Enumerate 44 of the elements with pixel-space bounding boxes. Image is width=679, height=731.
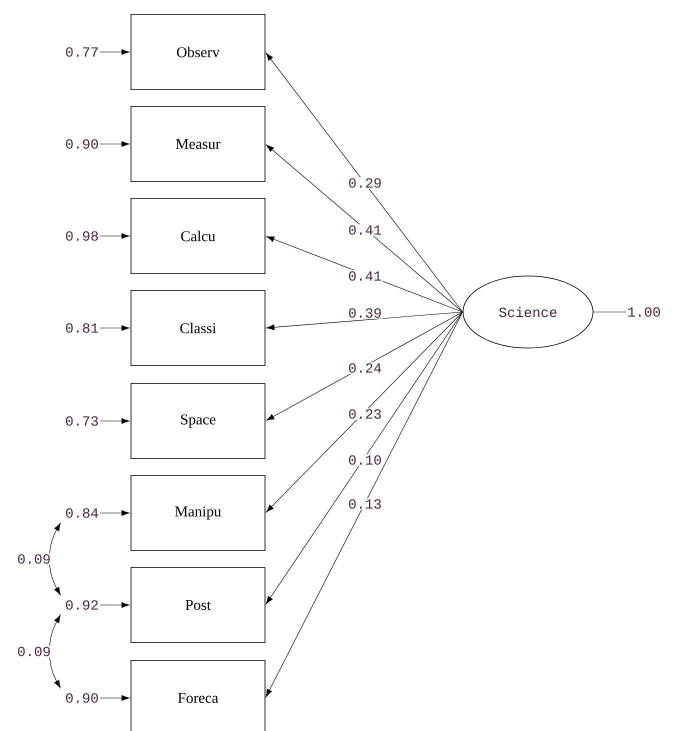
arrow xyxy=(266,312,463,604)
edge-label: 0.10 xyxy=(347,454,383,466)
edge-label: 0.24 xyxy=(347,362,383,374)
variable-box: Foreca xyxy=(130,660,266,731)
error-variance: 0.84 xyxy=(66,508,98,518)
variable-box: Classi xyxy=(130,290,266,366)
edge-label: 0.09 xyxy=(16,646,52,658)
arrow xyxy=(100,325,130,331)
arrow xyxy=(100,602,130,608)
arrow xyxy=(100,49,130,55)
arrow xyxy=(49,614,61,688)
error-variance: 0.92 xyxy=(66,600,98,610)
arrow xyxy=(100,510,130,516)
arrow xyxy=(266,144,463,312)
variable-box: Measur xyxy=(130,106,266,182)
error-variance: 0.77 xyxy=(66,47,98,57)
arrow xyxy=(266,312,463,512)
arrow xyxy=(266,312,463,698)
arrow xyxy=(266,52,463,312)
error-variance: 0.73 xyxy=(66,416,98,426)
error-variance: 0.90 xyxy=(66,693,98,703)
variance-value: 1.00 xyxy=(628,307,660,317)
edge-label: 0.29 xyxy=(347,177,383,189)
edge-label: 0.09 xyxy=(16,553,52,565)
arrow xyxy=(266,312,463,330)
variable-box: Calcu xyxy=(130,198,266,274)
variable-box: Space xyxy=(130,383,266,459)
edge-label: 0.39 xyxy=(347,307,383,319)
variable-box: Post xyxy=(130,567,266,643)
arrow xyxy=(100,141,130,147)
edge-label: 0.41 xyxy=(347,224,383,236)
error-variance: 0.90 xyxy=(66,139,98,149)
error-variance: 0.98 xyxy=(66,231,98,241)
variable-box: Manipu xyxy=(130,475,266,551)
arrow xyxy=(100,233,130,239)
arrow xyxy=(100,418,130,424)
arrow xyxy=(266,312,463,421)
edge-label: 0.41 xyxy=(347,270,383,282)
arrow xyxy=(49,522,61,596)
edge-label: 0.13 xyxy=(347,498,383,510)
variable-box: Observ xyxy=(130,14,266,90)
arrow xyxy=(100,695,130,701)
error-variance: 0.81 xyxy=(66,323,98,333)
edge-label: 0.23 xyxy=(347,408,383,420)
